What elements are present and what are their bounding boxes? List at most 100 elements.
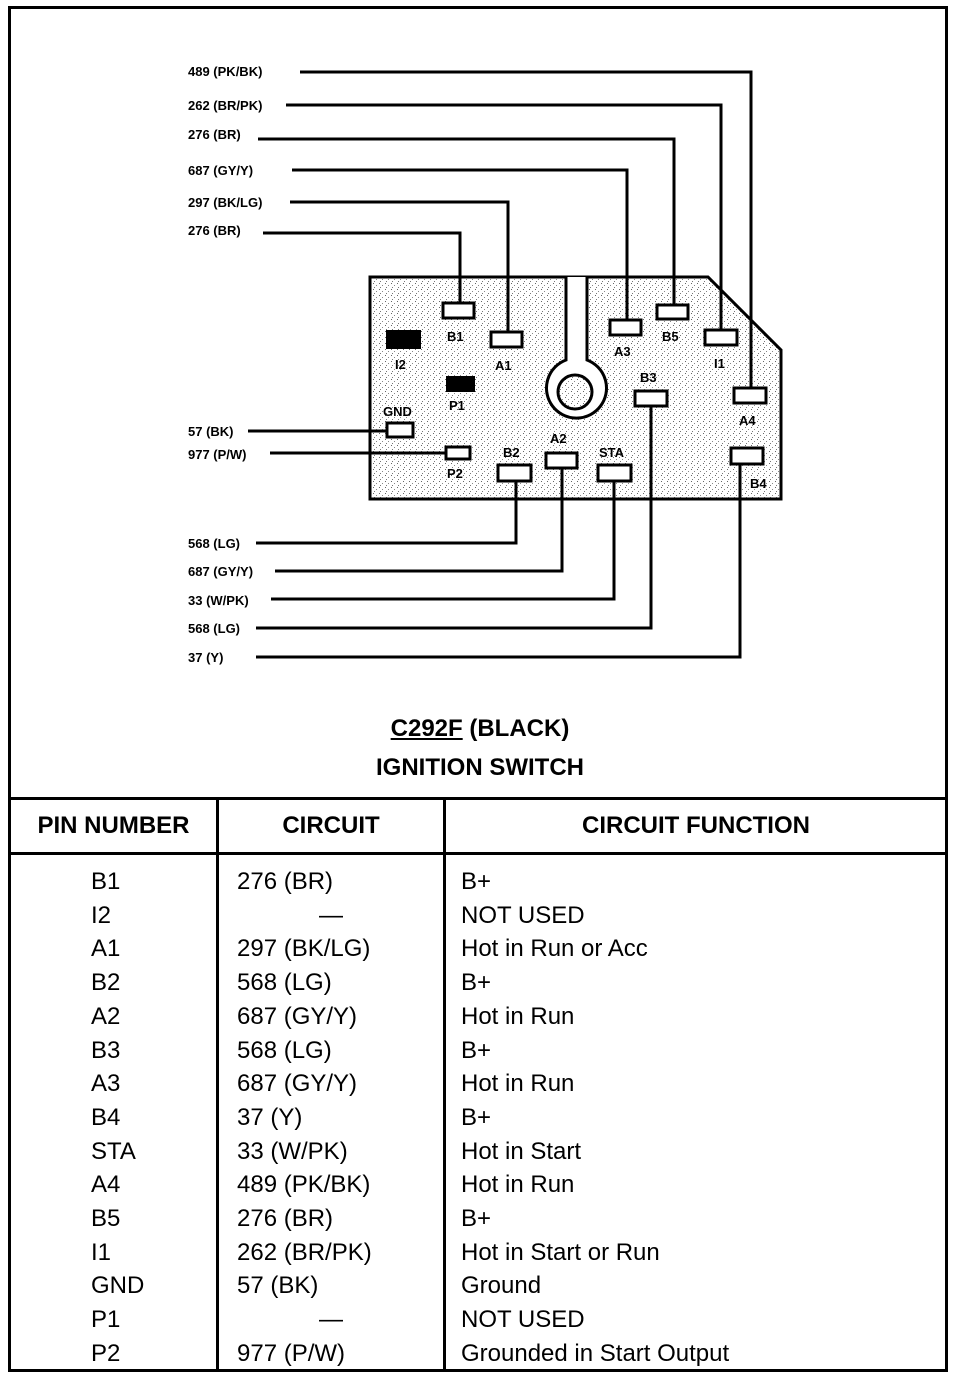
pin-label-b3: B3 [640, 370, 657, 385]
circuit-function-cell: B+ [443, 853, 946, 899]
wire-262-to-i1 [286, 103, 723, 330]
table-row: I2 —NOT USED [11, 898, 946, 933]
pin-label-i2: I2 [395, 357, 406, 372]
pin-b4 [729, 446, 765, 466]
pin-number-cell: A4 [91, 1171, 121, 1199]
pin-label-gnd: GND [383, 404, 412, 419]
circuit-function-cell: B+ [443, 1033, 946, 1068]
circuit-cell: 276 (BR) [216, 1202, 445, 1236]
pin-number-cell: A3 [91, 1070, 121, 1098]
pin-label-sta: STA [599, 445, 625, 460]
pin-number-cell: B2 [91, 969, 121, 997]
pin-label-b2: B2 [503, 445, 520, 460]
wire-33-to-sta [271, 480, 616, 601]
wire-label: 262 (BR/PK) [188, 98, 262, 113]
circuit-function-cell: B+ [443, 966, 946, 1000]
table-row: P1 —NOT USED [11, 1303, 946, 1337]
wire-276-to-b1 [263, 231, 462, 303]
wire-label: 37 (Y) [188, 650, 223, 665]
pin-a3 [608, 318, 643, 337]
table-row: B2 568 (LG)B+ [11, 966, 946, 1000]
pin-number-cell: A1 [91, 935, 121, 963]
connector-title: C292F (BLACK) [0, 710, 960, 748]
pin-b3 [633, 389, 669, 408]
circuit-cell: — [216, 898, 445, 933]
pin-label-i1: I1 [714, 356, 725, 371]
wire-687-to-a3 [292, 168, 629, 320]
pin-number-cell: GND [91, 1272, 145, 1300]
pin-label-a3: A3 [614, 344, 631, 359]
wire-489-to-a4 [300, 70, 753, 388]
pin-number-cell: I1 [91, 1238, 112, 1266]
pin-sta [596, 463, 633, 483]
header-circuit-function: CIRCUIT FUNCTION [443, 800, 946, 855]
connector-diagram: B1 A1 I2 P1 GND P2 B2 A2 STA A3 B5 I1 B3… [188, 64, 783, 665]
circuit-function-cell: Hot in Run [443, 1168, 946, 1203]
pin-b2 [496, 463, 533, 483]
pin-number-cell: B4 [91, 1103, 121, 1131]
pin-label-p2: P2 [447, 466, 463, 481]
wire-label: 276 (BR) [188, 127, 241, 142]
table-row: I1 262 (BR/PK)Hot in Start or Run [11, 1235, 946, 1270]
circuit-function-cell: Hot in Run [443, 1067, 946, 1101]
wire-label: 687 (GY/Y) [188, 163, 253, 178]
table-row: A3 687 (GY/Y)Hot in Run [11, 1067, 946, 1101]
wire-37-to-b4 [256, 464, 742, 659]
table-header-row: PIN NUMBER CIRCUIT CIRCUIT FUNCTION [11, 800, 946, 855]
circuit-function-cell: NOT USED [443, 1303, 946, 1337]
circuit-function-cell: Hot in Run or Acc [443, 932, 946, 967]
divider [8, 797, 948, 800]
wire-568-to-b2 [256, 480, 518, 545]
circuit-cell: 687 (GY/Y) [216, 999, 445, 1034]
pin-b1 [441, 301, 476, 320]
circuit-cell: 568 (LG) [216, 966, 445, 1000]
pin-gnd [385, 421, 415, 439]
wire-label: 977 (P/W) [188, 447, 247, 462]
pin-number-cell: P1 [91, 1306, 121, 1334]
circuit-function-cell: Hot in Start [443, 1134, 946, 1169]
wire-label: 57 (BK) [188, 424, 234, 439]
circuit-function-cell: Hot in Run [443, 999, 946, 1034]
circuit-function-cell: Ground [443, 1269, 946, 1304]
circuit-cell: 262 (BR/PK) [216, 1235, 445, 1270]
circuit-cell: 489 (PK/BK) [216, 1168, 445, 1203]
pin-i1 [703, 328, 739, 347]
pin-label-b4: B4 [750, 476, 767, 491]
circuit-cell: 297 (BK/LG) [216, 932, 445, 967]
pin-p2 [444, 445, 472, 461]
wire-687-to-a2 [275, 467, 564, 573]
circuit-cell: 687 (GY/Y) [216, 1067, 445, 1101]
pin-p1 [446, 376, 475, 392]
wire-568-to-b3 [256, 406, 653, 630]
circuit-function-cell: Hot in Start or Run [443, 1235, 946, 1270]
pin-label-b1: B1 [447, 329, 464, 344]
circuit-function-cell: B+ [443, 1202, 946, 1236]
pin-label-p1: P1 [449, 398, 465, 413]
wire-label: 33 (W/PK) [188, 593, 249, 608]
pin-label-a4: A4 [739, 413, 756, 428]
pin-label-b5: B5 [662, 329, 679, 344]
wire-label: 687 (GY/Y) [188, 564, 253, 579]
wire-label: 297 (BK/LG) [188, 195, 262, 210]
circuit-cell: 37 (Y) [216, 1100, 445, 1135]
wire-label: 568 (LG) [188, 621, 240, 636]
pin-number-cell: B3 [91, 1036, 121, 1064]
circuit-cell: — [216, 1303, 445, 1337]
pin-number-cell: I2 [91, 901, 112, 929]
component-name: IGNITION SWITCH [376, 754, 584, 781]
table-row: A1 297 (BK/LG)Hot in Run or Acc [11, 932, 946, 967]
wire-label: 276 (BR) [188, 223, 241, 238]
pin-label-a2: A2 [550, 431, 567, 446]
pin-number-cell: STA [91, 1137, 136, 1165]
circuit-cell: 568 (LG) [216, 1033, 445, 1068]
table-row: B3 568 (LG)B+ [11, 1033, 946, 1068]
circuit-function-cell: NOT USED [443, 898, 946, 933]
wire-276-to-b5 [258, 137, 676, 305]
header-pin-number: PIN NUMBER [11, 800, 218, 855]
